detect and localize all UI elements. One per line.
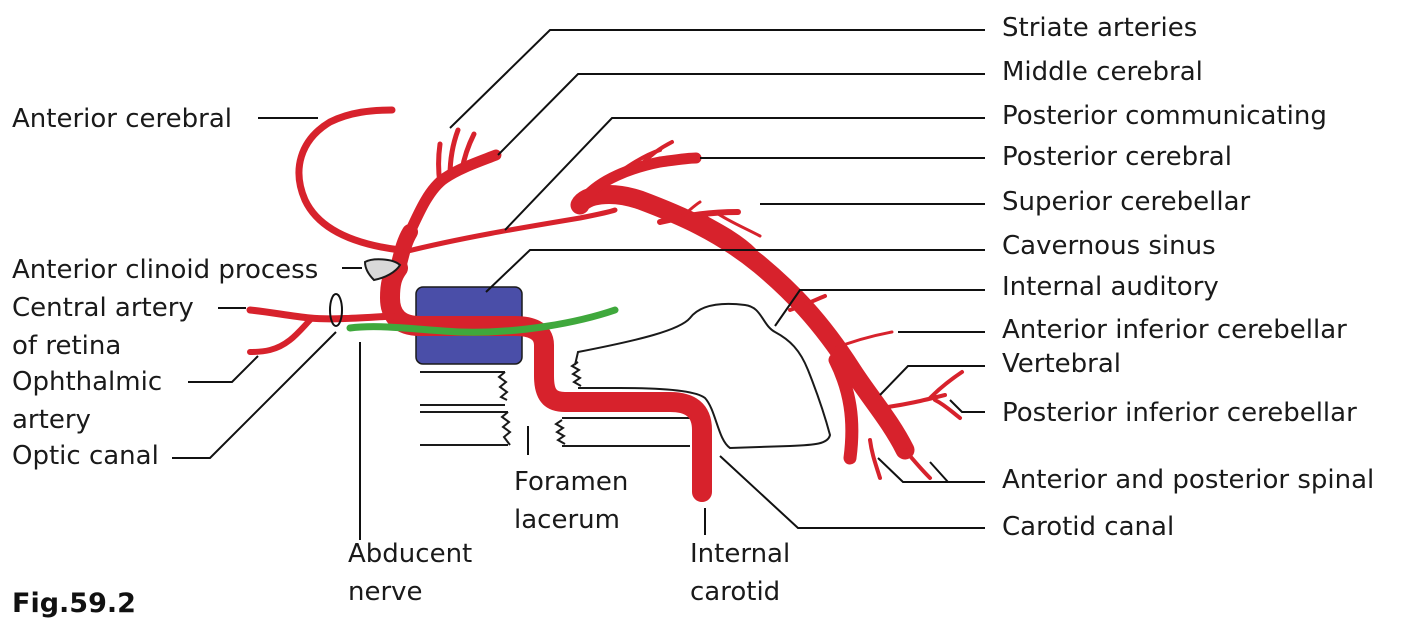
label-abducent-line1: Abducent [348, 539, 472, 569]
label-posterior-communicating: Posterior communicating [1002, 101, 1327, 131]
label-internal-auditory: Internal auditory [1002, 272, 1219, 302]
label-vertebral: Vertebral [1002, 349, 1121, 379]
posterior-cerebral-artery [579, 152, 702, 204]
posterior-communicating-artery [401, 207, 618, 255]
basilar-vertebral-artery [570, 185, 915, 460]
label-central-artery-line1: Central artery [12, 293, 194, 323]
leader-ophthalmic [188, 355, 259, 383]
label-anterior-posterior-spinal: Anterior and posterior spinal [1002, 465, 1374, 495]
ophthalmic-artery [246, 306, 396, 323]
label-optic-canal: Optic canal [12, 441, 159, 471]
label-internal-carotid-line2: carotid [690, 577, 780, 607]
label-striate-arteries: Striate arteries [1002, 13, 1197, 43]
artery-tree [246, 106, 964, 502]
label-posterior-inferior-cerebellar: Posterior inferior cerebellar [1002, 398, 1357, 428]
bone-outlines [420, 302, 832, 450]
anterior-cerebral-artery [295, 106, 404, 254]
label-ophthalmic-line2: artery [12, 405, 91, 435]
optic-canal-ring [329, 293, 343, 327]
posterior-cerebral-branches [618, 140, 674, 174]
label-internal-carotid-line1: Internal [690, 539, 790, 569]
anterior-clinoid-process [363, 258, 402, 282]
anterior-inferior-cerebellar-artery [828, 330, 894, 352]
label-middle-cerebral: Middle cerebral [1002, 57, 1203, 87]
label-anterior-clinoid: Anterior clinoid process [12, 255, 318, 285]
label-posterior-cerebral: Posterior cerebral [1002, 142, 1232, 172]
label-anterior-cerebral: Anterior cerebral [12, 104, 232, 134]
internal-auditory-artery [788, 294, 827, 312]
leader-middle-cerebral [497, 73, 985, 156]
leader-post-inf-cerebellar [949, 399, 985, 413]
label-central-artery-line2: of retina [12, 331, 121, 361]
leader-carotid-canal [719, 455, 985, 529]
internal-carotid-artery [380, 258, 712, 502]
label-abducent-line2: nerve [348, 577, 423, 607]
left-plates [420, 371, 508, 446]
central-artery-of-retina [247, 315, 315, 355]
leader-cavernous [485, 249, 985, 293]
striate-arteries [436, 127, 477, 187]
label-ophthalmic-line1: Ophthalmic [12, 367, 162, 397]
leader-spinal [877, 457, 985, 483]
label-anterior-inferior-cerebellar: Anterior inferior cerebellar [1002, 315, 1347, 345]
label-carotid-canal: Carotid canal [1002, 512, 1174, 542]
label-cavernous-sinus: Cavernous sinus [1002, 231, 1216, 261]
foramen-jagged-1 [570, 361, 582, 387]
leader-vertebral [879, 365, 985, 396]
leader-optic-canal [172, 331, 337, 459]
label-foramen-line2: lacerum [514, 505, 620, 535]
leader-striate [449, 29, 985, 129]
label-foramen-line1: Foramen [514, 467, 628, 497]
posterior-inferior-cerebellar-artery [878, 370, 964, 420]
middle-cerebral-artery [404, 149, 502, 238]
lacerum-lower-plate [562, 417, 700, 447]
spinal-arteries [868, 438, 932, 480]
label-superior-cerebellar: Superior cerebellar [1002, 187, 1251, 217]
foramen-jagged-2 [554, 419, 566, 445]
leader-post-communicating [504, 117, 985, 231]
leader-internal-auditory [774, 289, 985, 327]
foramen-jagged-4 [500, 411, 512, 446]
leader-lines [172, 29, 985, 540]
petrous-bone-outline [574, 302, 832, 450]
figure-label: Fig.59.2 [12, 588, 136, 619]
foramen-jagged-3 [497, 371, 509, 401]
abducent-nerve [346, 306, 619, 336]
superior-cerebellar-branches [678, 200, 762, 252]
vertebral-artery-2 [828, 353, 859, 465]
